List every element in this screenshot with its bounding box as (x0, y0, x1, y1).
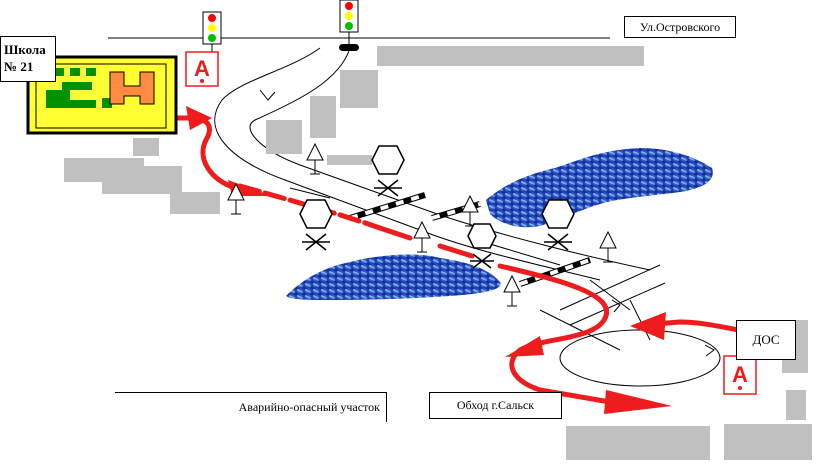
danger-zone-label: Аварийно-опасный участок (115, 392, 387, 422)
building (102, 166, 182, 194)
building (724, 424, 812, 460)
school-label: Школа № 21 (0, 36, 56, 82)
bypass-road-line (559, 264, 661, 311)
pedestrian-crossing-icon (227, 182, 245, 215)
skull-crossbones-icon (467, 223, 497, 269)
route-segment-bypass (497, 263, 613, 405)
pedestrian-crossing-icon (461, 194, 479, 227)
school-area (26, 55, 178, 135)
building (327, 155, 372, 165)
road-direction-mark (259, 89, 276, 101)
building (377, 46, 644, 66)
building (133, 138, 159, 156)
traffic-light-icon (202, 11, 222, 52)
route-segment (437, 243, 475, 259)
arrowhead (186, 106, 212, 130)
danger-warning-icon: A (723, 355, 757, 395)
puddle (486, 148, 713, 228)
winding-road-line (214, 47, 601, 281)
route-segment (377, 225, 413, 241)
arrowhead (604, 390, 672, 414)
building (786, 390, 806, 420)
building (170, 192, 220, 214)
street-label: Ул.Островского (624, 16, 736, 38)
skull-crossbones-icon (371, 145, 405, 197)
building (566, 426, 710, 460)
pedestrian-crossing-icon (503, 274, 521, 307)
building (340, 70, 378, 108)
school-building (109, 71, 155, 105)
building (266, 120, 302, 154)
bypass-label: Обход г.Сальск (429, 392, 562, 419)
pedestrian-crossing-icon (413, 220, 431, 253)
building (310, 96, 336, 138)
skull-crossbones-icon (541, 199, 575, 251)
pedestrian-crossing-icon (599, 230, 617, 263)
roundabout (559, 329, 721, 387)
arrowhead (505, 336, 544, 357)
traffic-light-icon (339, 0, 359, 51)
svg-text:A: A (194, 56, 210, 81)
svg-text:A: A (732, 362, 748, 387)
skull-crossbones-icon (299, 199, 333, 251)
dos-label: ДОС (736, 320, 796, 360)
danger-warning-icon: A (185, 51, 219, 87)
arrowhead (630, 312, 666, 340)
pedestrian-crossing-icon (306, 142, 324, 175)
road-tick (289, 187, 331, 199)
puddles (286, 148, 713, 300)
route-arrowheads (186, 106, 672, 414)
puddle (286, 254, 501, 300)
